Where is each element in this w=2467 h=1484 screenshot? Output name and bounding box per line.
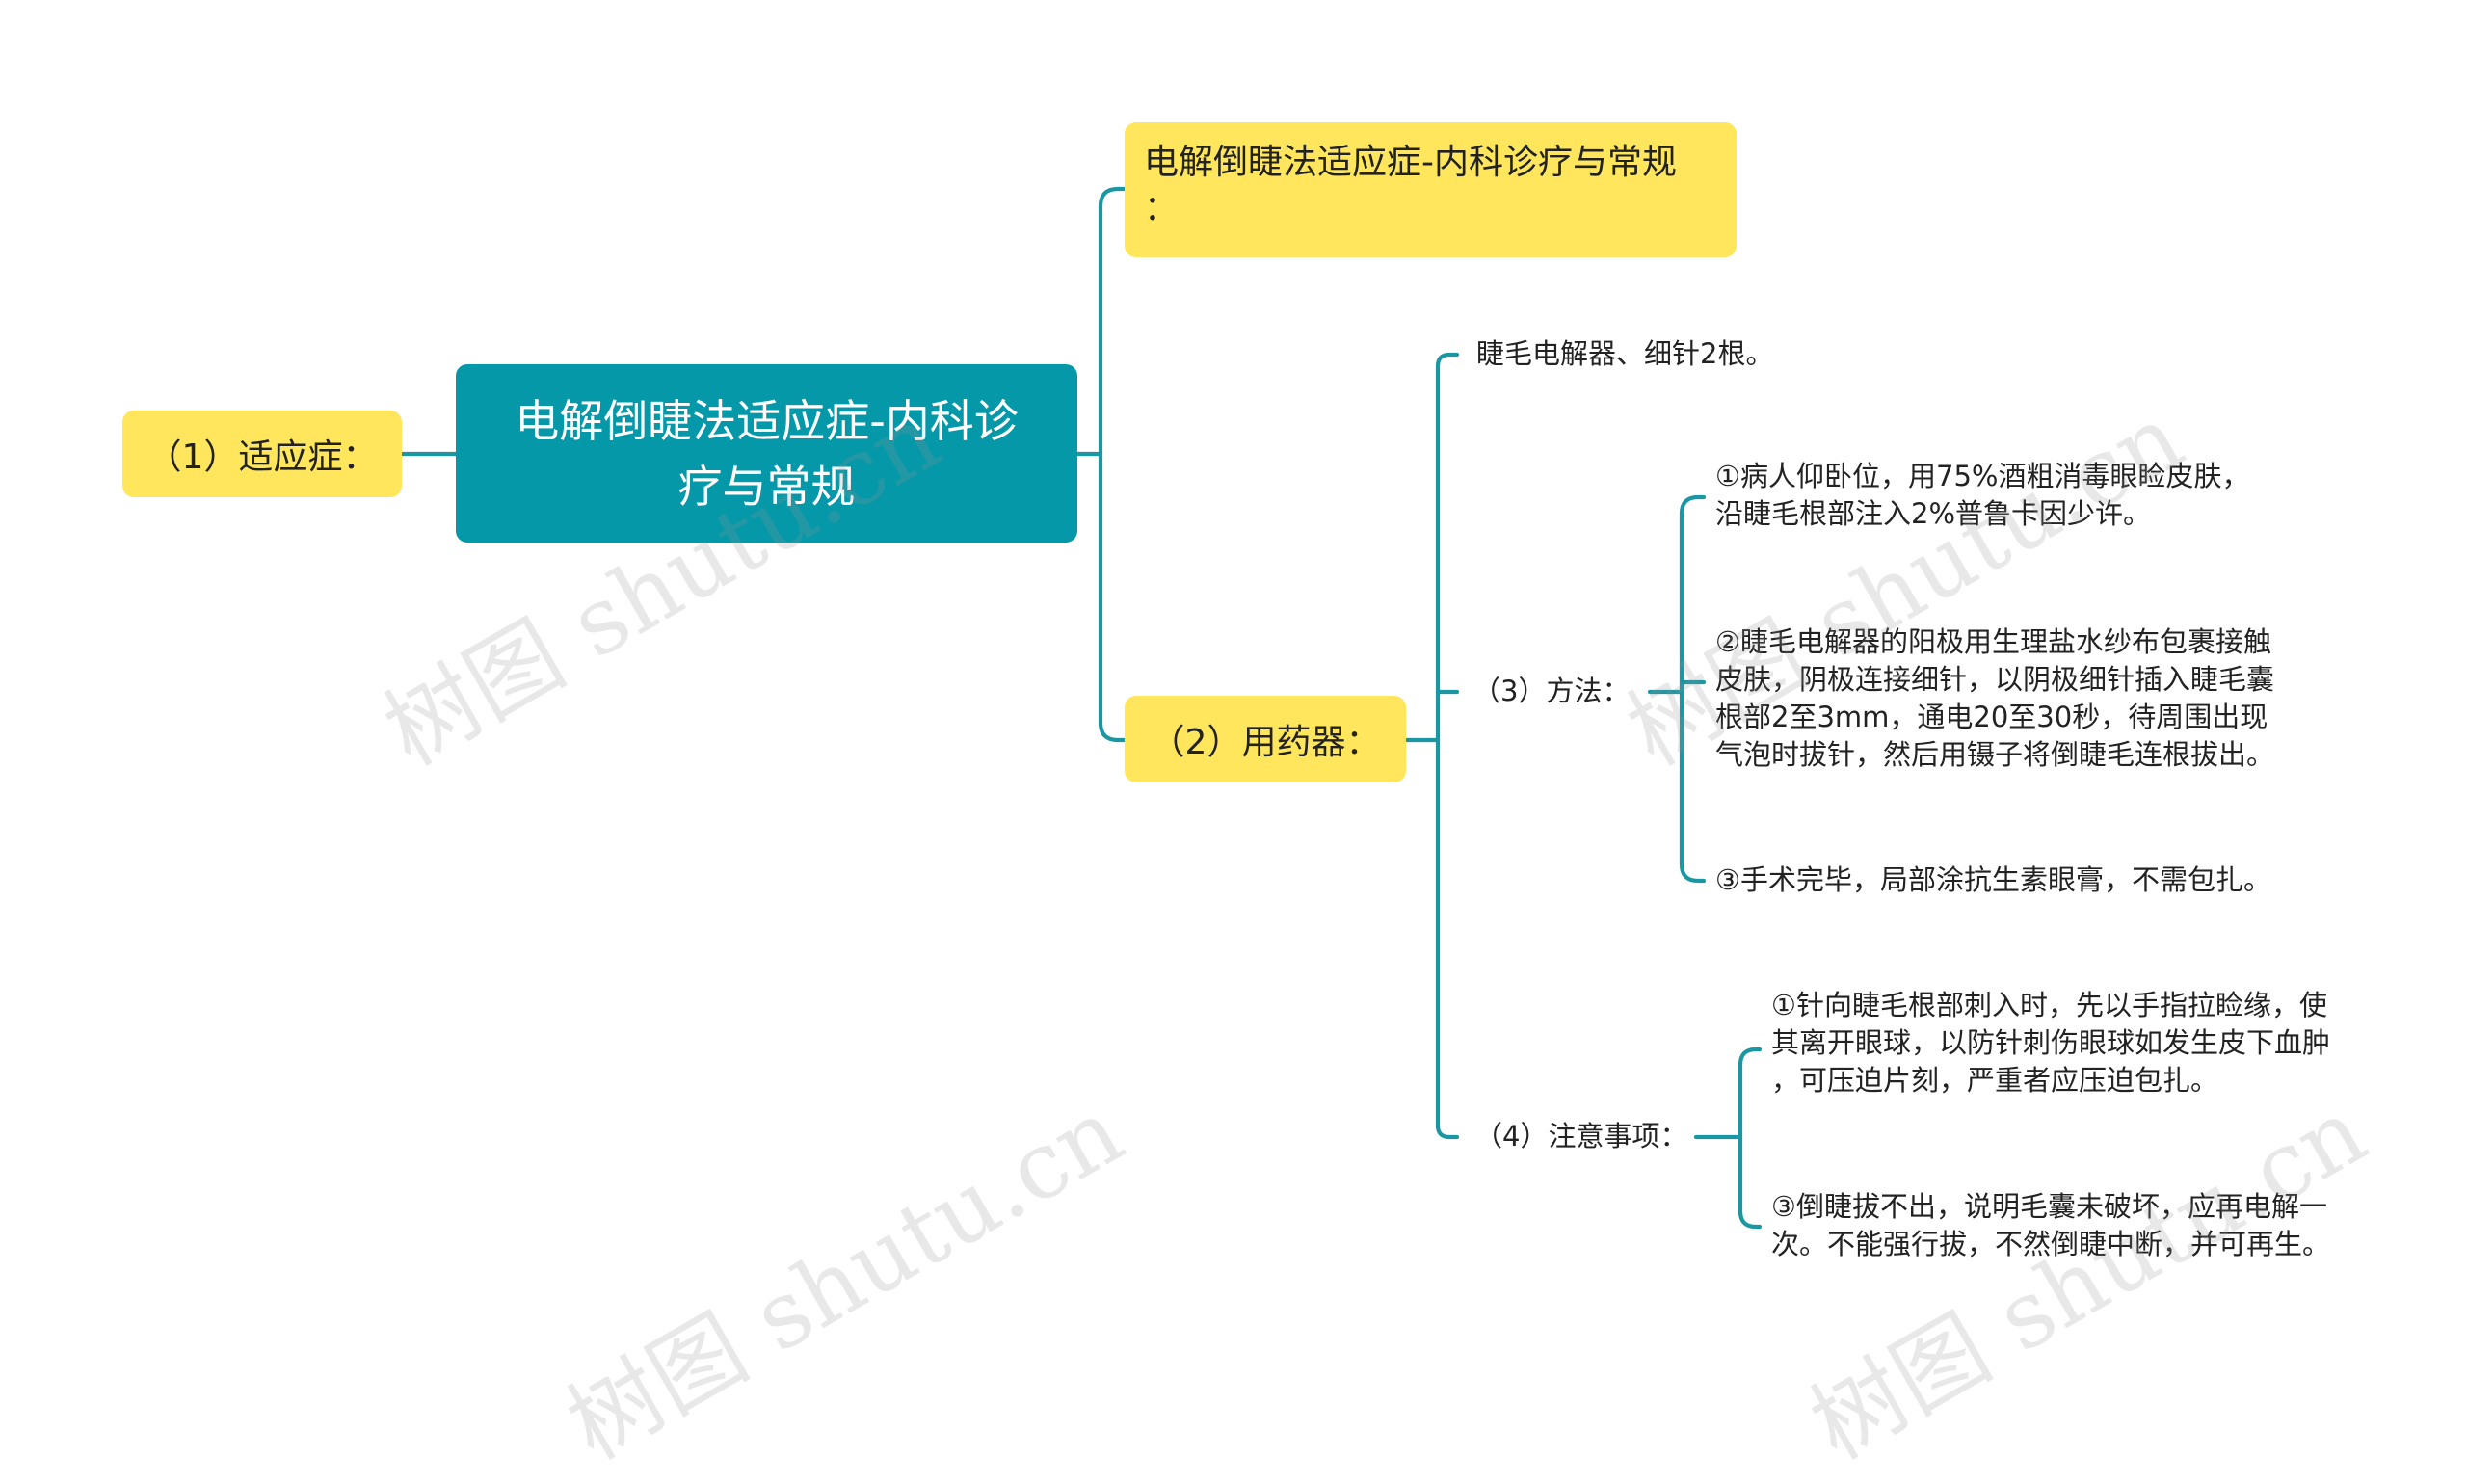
notes-label: （4）注意事项：: [1474, 1120, 1688, 1153]
note-line: ，可压迫片刻，严重者应压迫包扎。: [1771, 1064, 2219, 1097]
step-line: 气泡时拔针，然后用镊子将倒睫毛连根拔出。: [1715, 738, 2275, 771]
connector-lines: [399, 186, 1763, 1230]
note-line: ③倒睫拔不出，说明毛囊未破坏，应再电解一: [1771, 1190, 2327, 1223]
step-line: ②睫毛电解器的阳极用生理盐水纱布包裹接触: [1715, 625, 2271, 658]
method-step-1-node[interactable]: ①病人仰卧位，用75%酒粗消毒眼睑皮肤， 沿睫毛根部注入2%普鲁卡因少许。: [1715, 458, 2249, 533]
step-line: 皮肤，阴极连接细针，以阴极细针插入睫毛囊: [1715, 663, 2275, 696]
note-line: ①针向睫毛根部刺入时，先以手指拉睑缘，使: [1771, 989, 2327, 1021]
method-step-2-node[interactable]: ②睫毛电解器的阳极用生理盐水纱布包裹接触 皮肤，阴极连接细针，以阴极细针插入睫毛…: [1715, 623, 2274, 774]
link-trunk: [1098, 186, 1127, 743]
tools-item-text: 睫毛电解器、细针2根。: [1476, 337, 1774, 370]
note-line: 其离开眼球，以防针刺伤眼球如发生皮下血肿: [1771, 1026, 2331, 1059]
step-line: ①病人仰卧位，用75%酒粗消毒眼睑皮肤，: [1715, 460, 2250, 492]
title-branch-node[interactable]: 电解倒睫法适应症-内科诊疗与常规 ：: [1125, 122, 1737, 257]
notes-node[interactable]: （4）注意事项：: [1474, 1118, 1687, 1155]
note-line: 次。不能强行拔，不然倒睫中断，并可再生。: [1771, 1228, 2331, 1260]
indication-label: （1）适应症：: [146, 437, 378, 477]
method-step-3-node[interactable]: ③手术完毕，局部涂抗生素眼膏，不需包扎。: [1715, 861, 2271, 899]
method-node[interactable]: （3）方法：: [1472, 673, 1630, 710]
mindmap-canvas: 电解倒睫法适应症-内科诊 疗与常规 （1）适应症： 电解倒睫法适应症-内科诊疗与…: [122, 122, 2383, 1480]
root-line: 疗与常规: [677, 460, 856, 513]
step-line: ③手术完毕，局部涂抗生素眼膏，不需包扎。: [1715, 863, 2271, 896]
method-label: （3）方法：: [1472, 675, 1631, 707]
tools-branch-node[interactable]: （2）用药器：: [1125, 696, 1406, 782]
root-topic-node[interactable]: 电解倒睫法适应症-内科诊 疗与常规: [456, 364, 1077, 543]
link-tools-trunk: [1435, 352, 1460, 1140]
step-line: 沿睫毛根部注入2%普鲁卡因少许。: [1715, 497, 2152, 530]
tools-branch-label: （2）用药器：: [1150, 723, 1381, 762]
title-branch-line: 电解倒睫法适应症-内科诊疗与常规: [1144, 143, 1677, 182]
title-branch-line: ：: [1144, 189, 1180, 228]
link-method-trunk: [1679, 494, 1707, 884]
indication-node[interactable]: （1）适应症：: [122, 411, 402, 497]
link-notes-trunk: [1738, 1047, 1763, 1230]
root-topic-text: 电解倒睫法适应症-内科诊 疗与常规: [515, 388, 1019, 519]
note-item-2-node[interactable]: ③倒睫拔不出，说明毛囊未破坏，应再电解一 次。不能强行拔，不然倒睫中断，并可再生…: [1771, 1188, 2330, 1263]
root-line: 电解倒睫法适应症-内科诊: [515, 394, 1019, 447]
step-line: 根部2至3mm，通电20至30秒，待周围出现: [1715, 701, 2268, 733]
note-item-1-node[interactable]: ①针向睫毛根部刺入时，先以手指拉睑缘，使 其离开眼球，以防针刺伤眼球如发生皮下血…: [1771, 987, 2330, 1100]
tools-item-node[interactable]: 睫毛电解器、细针2根。: [1476, 335, 1773, 373]
